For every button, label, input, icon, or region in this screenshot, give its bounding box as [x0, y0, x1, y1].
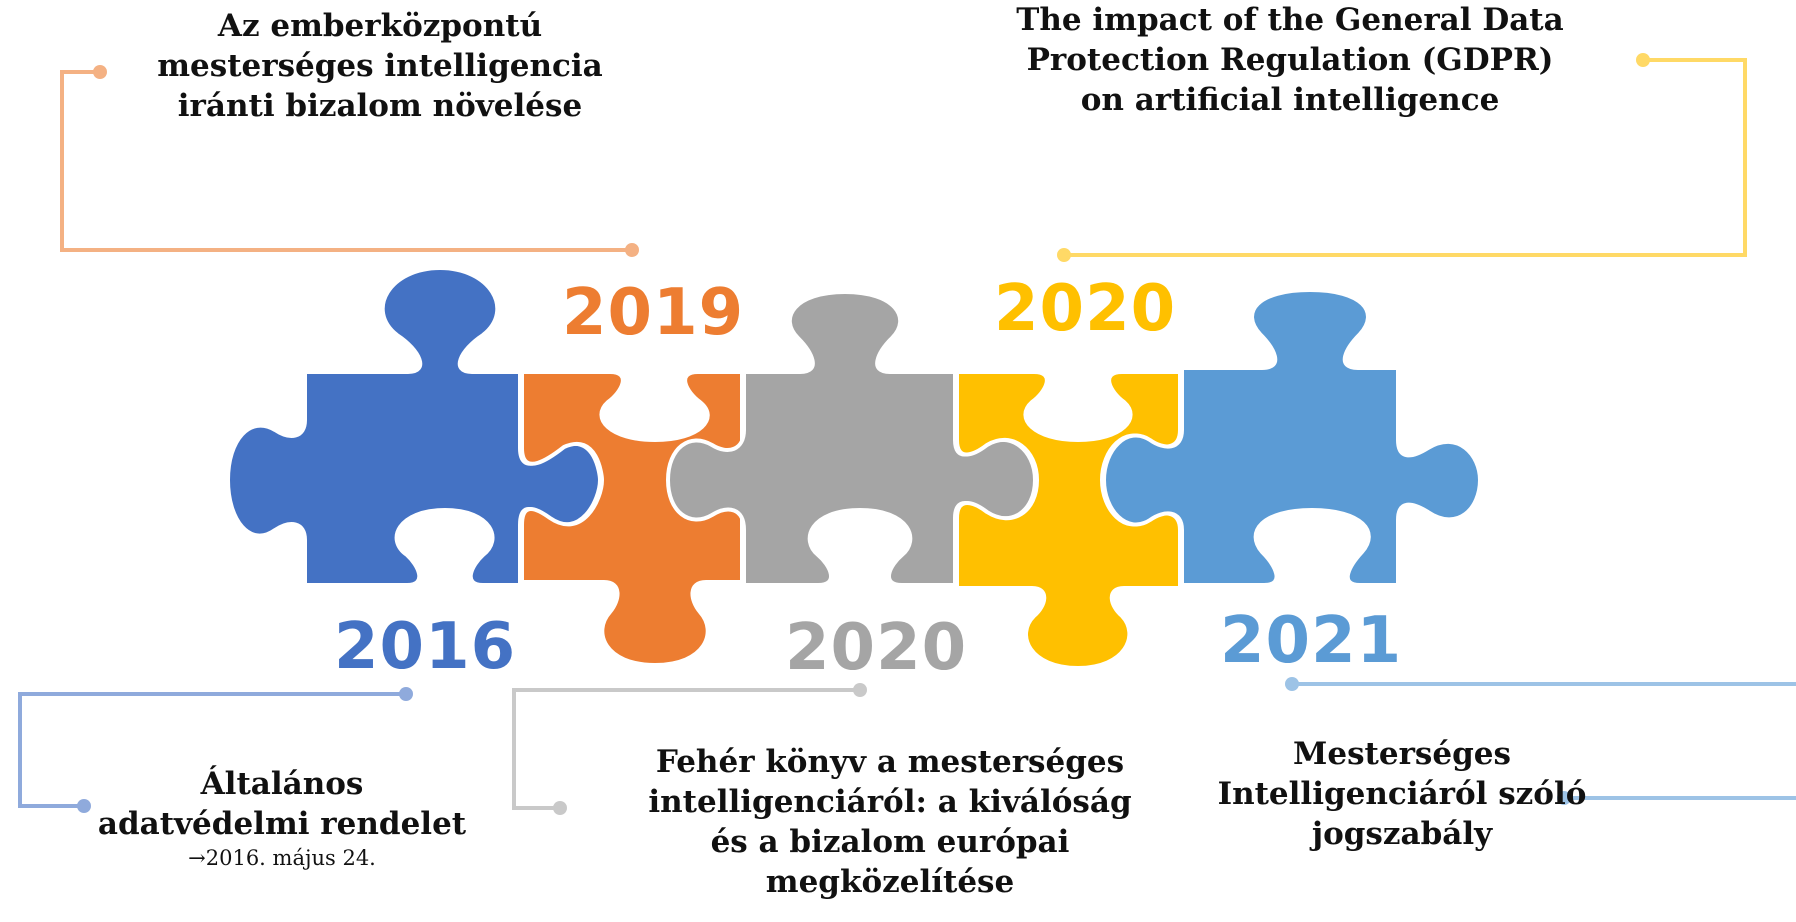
year-label-2020-yellow: 2020 [994, 272, 1177, 346]
caption-line: és a bizalom európai [710, 824, 1070, 860]
caption-line: Protection Regulation (GDPR) [1026, 42, 1554, 78]
caption-line: intelligenciáról: a kiválóság [648, 784, 1132, 820]
caption-line: adatvédelmi rendelet [97, 806, 467, 842]
caption-line: on artificial intelligence [1080, 82, 1500, 118]
puzzle-piece-2020-yellow [955, 370, 1182, 670]
caption-line: mesterséges intelligencia [157, 48, 603, 84]
connector-dot [93, 65, 107, 79]
connector-2020-top [1064, 58, 1747, 257]
caption-line: Mesterséges [1293, 736, 1511, 772]
connector-dot [625, 243, 639, 257]
connector-dot [1636, 53, 1650, 67]
connector-dot [1057, 248, 1071, 262]
caption-2020-gdpr: The impact of the General Data Protectio… [980, 0, 1600, 120]
connector-dot [853, 683, 867, 697]
year-label-2020-gray: 2020 [785, 611, 968, 685]
year-label-2019: 2019 [562, 276, 745, 350]
caption-line: The impact of the General Data [1016, 2, 1564, 38]
connector-dot [553, 801, 567, 815]
caption-line: Intelligenciáról szóló [1217, 776, 1587, 812]
caption-2020-white-paper: Fehér könyv a mesterséges intelligenciár… [600, 742, 1180, 902]
connector-2016 [18, 692, 406, 808]
connector-dot [399, 687, 413, 701]
caption-line: megközelítése [765, 864, 1015, 900]
caption-2021: Mesterséges Intelligenciáról szóló jogsz… [1218, 734, 1587, 854]
connector-dot [1557, 791, 1571, 805]
caption-line: Általános [200, 766, 364, 802]
caption-line: Az emberközpontú [217, 8, 543, 44]
caption-line: jogszabály [1311, 816, 1493, 852]
caption-line: Fehér könyv a mesterséges [655, 744, 1125, 780]
year-label-2021: 2021 [1220, 604, 1403, 678]
connector-2019 [60, 70, 632, 252]
caption-2016-date: →2016. május 24. [188, 846, 376, 870]
year-label-2016: 2016 [334, 610, 517, 684]
connector-dot [1285, 677, 1299, 691]
caption-line: iránti bizalom növelése [177, 88, 583, 124]
caption-2019: Az emberközpontú mesterséges intelligenc… [110, 6, 650, 126]
connector-2020-bottom [512, 688, 860, 810]
connector-dot [77, 799, 91, 813]
caption-2016: Általános adatvédelmi rendelet [62, 764, 502, 844]
puzzle-piece-2021 [1102, 288, 1482, 587]
